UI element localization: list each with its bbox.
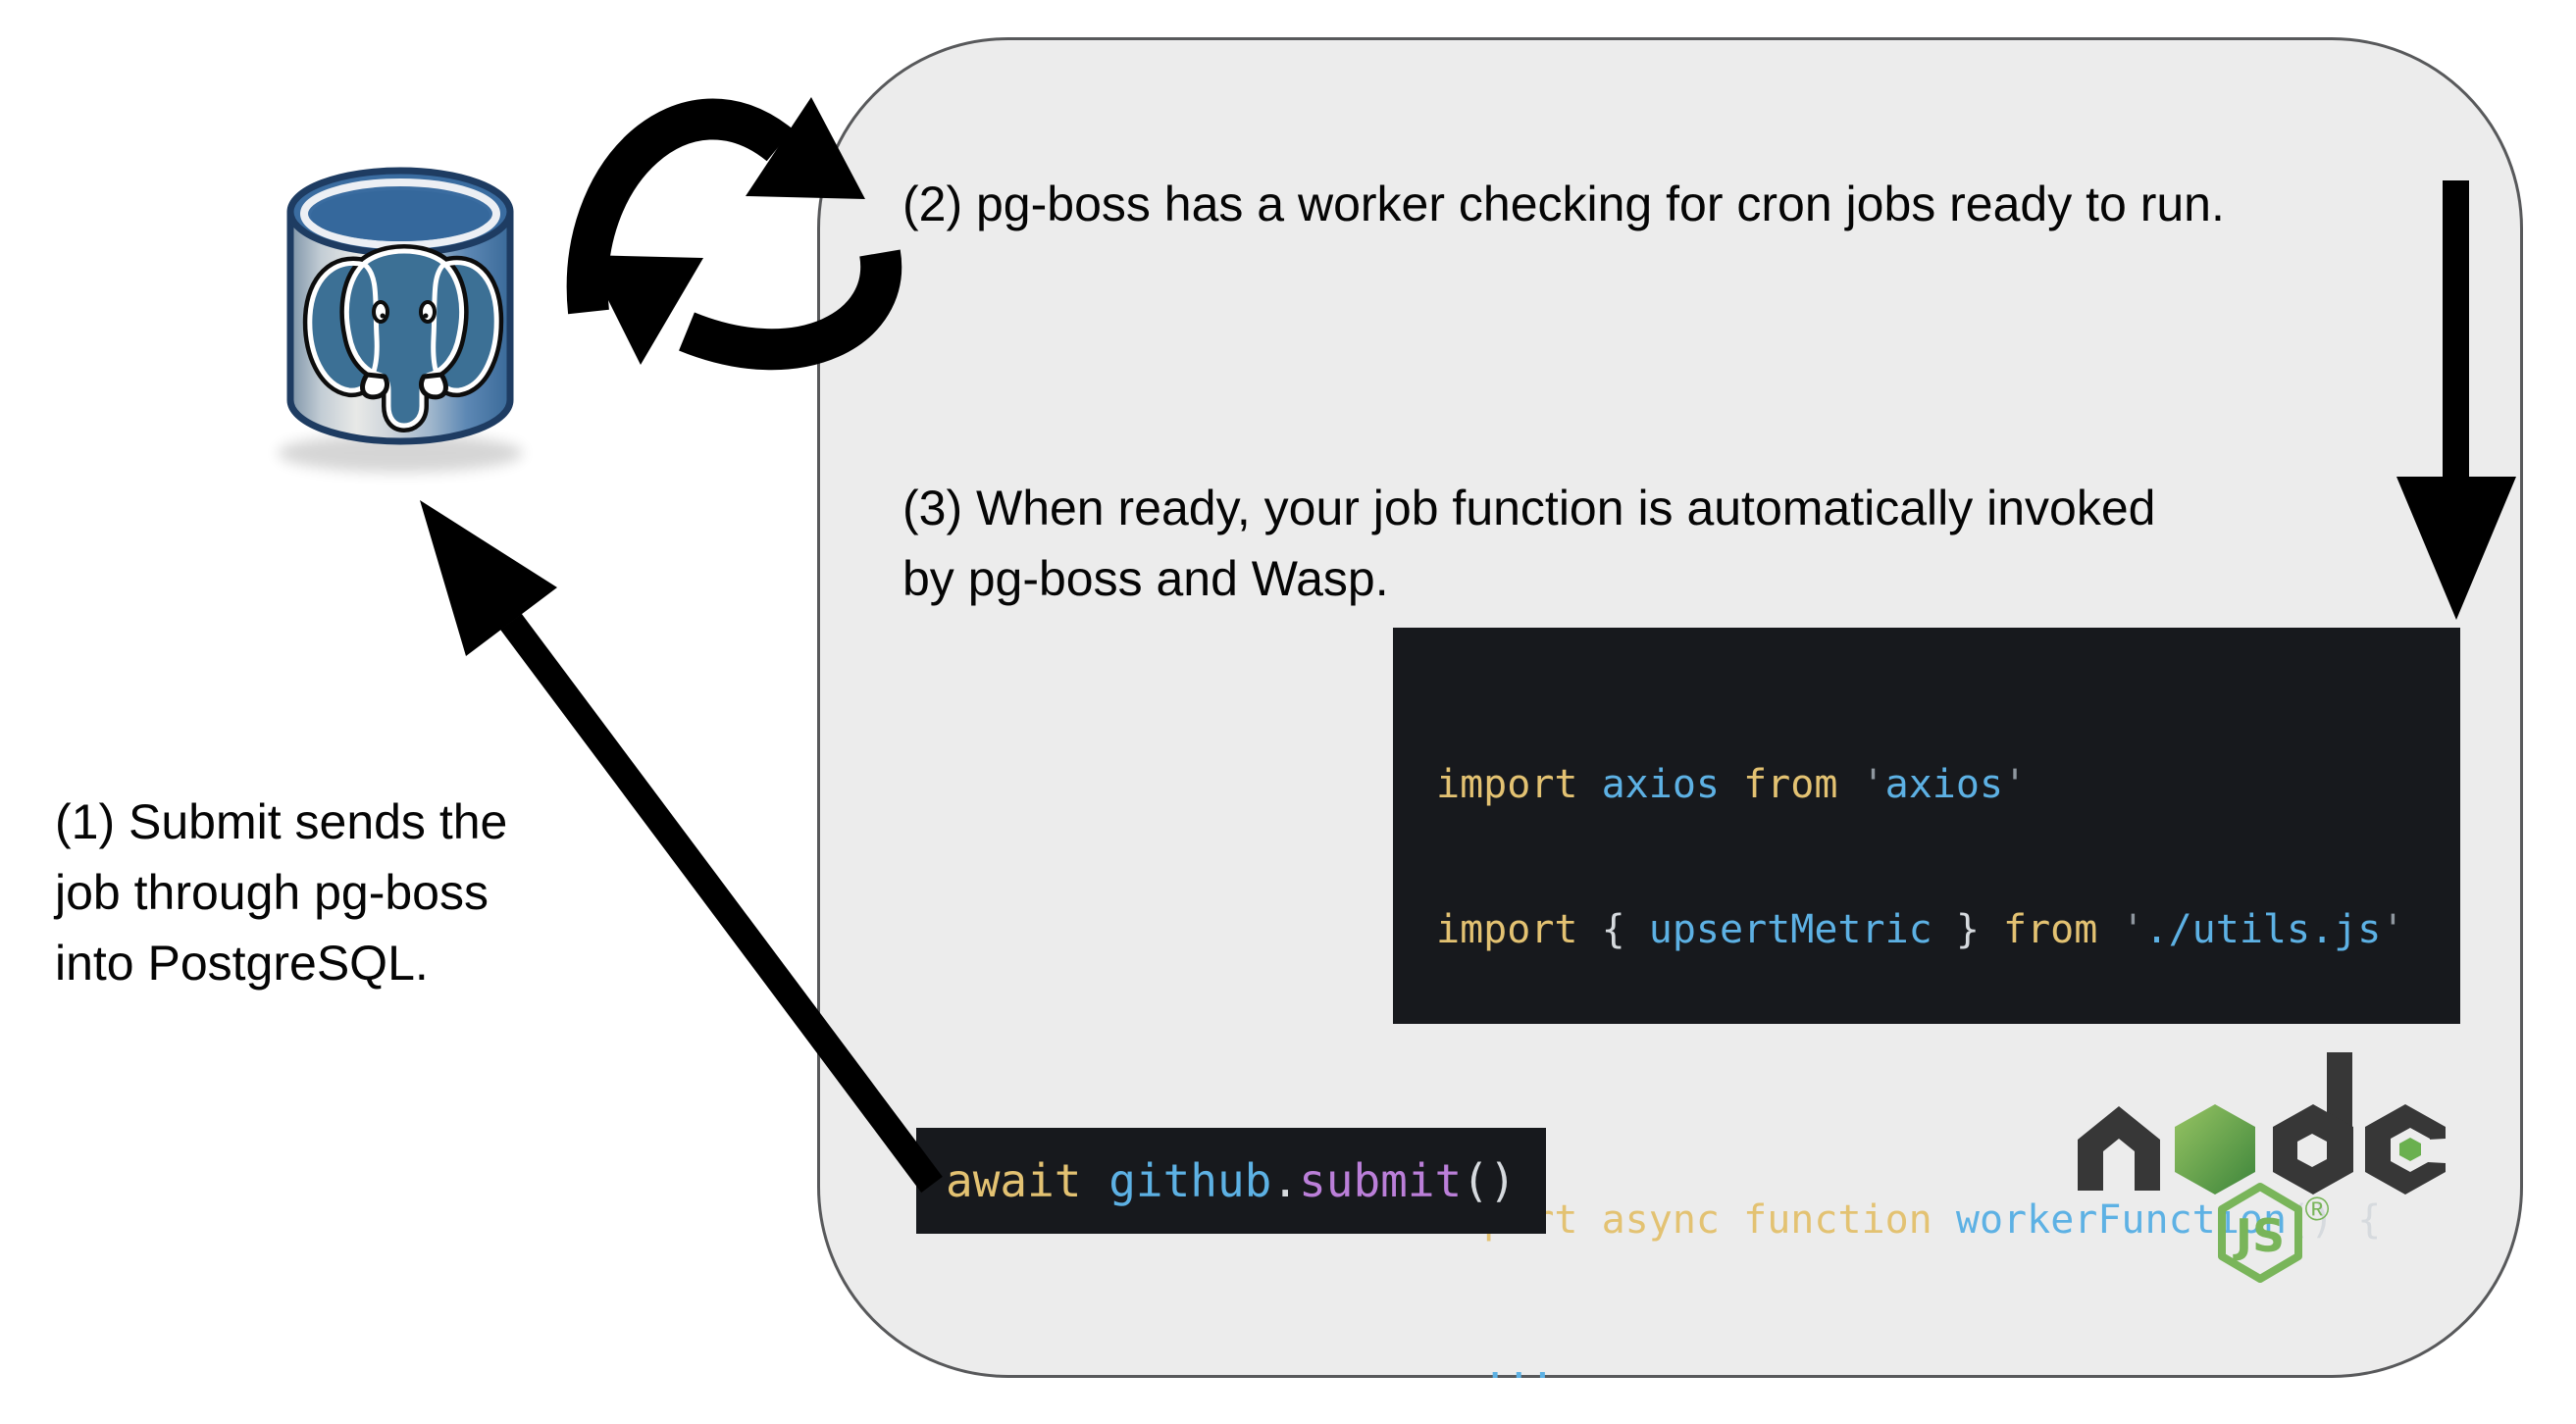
step3-annotation: (3) When ready, your job function is aut… <box>902 473 2155 614</box>
worker-function-code-block: import axios from 'axios' import { upser… <box>1393 628 2460 1388</box>
code-line: import axios from 'axios' <box>1436 762 2028 807</box>
js-badge-text: JS <box>2233 1209 2285 1262</box>
registered-trademark-symbol: ® <box>2304 1191 2329 1228</box>
elephant-tusks <box>360 372 448 400</box>
down-arrow-icon <box>2396 180 2516 620</box>
node-letter-n <box>2078 1106 2160 1191</box>
database-shadow <box>278 433 523 473</box>
database-top-face <box>311 190 489 241</box>
cycle-arrowhead-top <box>746 97 865 199</box>
nodejs-js-badge: JS ® <box>2218 1183 2330 1283</box>
code-line: import { upsertMetric } from './utils.js… <box>1436 907 2405 952</box>
step3-line: (3) When ready, your job function is aut… <box>902 481 2156 535</box>
nodejs-logo: JS ® <box>2078 1052 2446 1283</box>
cycle-arrowhead-bottom <box>586 255 703 365</box>
node-letter-o-hexagon <box>2175 1104 2255 1195</box>
step1-annotation: (1) Submit sends the job through pg-boss… <box>55 787 507 998</box>
submit-to-postgres-arrow-icon <box>420 500 943 1194</box>
code-line: ... <box>1436 1343 1555 1388</box>
sync-cycle-arrows-icon <box>566 97 902 371</box>
postgresql-database-icon <box>278 167 523 473</box>
step1-line: into PostgreSQL. <box>55 936 429 991</box>
step3-line: by pg-boss and Wasp. <box>902 551 1389 606</box>
submit-code-block: await github.submit() <box>916 1128 1546 1234</box>
code-line: await github.submit() <box>946 1154 1517 1207</box>
elephant-eyes <box>372 300 437 324</box>
step2-annotation: (2) pg-boss has a worker checking for cr… <box>902 169 2225 239</box>
node-letter-d <box>2273 1052 2353 1195</box>
postgres-elephant-icon <box>302 244 504 432</box>
node-letter-e <box>2365 1104 2446 1195</box>
code-line: export async function workerFunction() { <box>1436 1197 2382 1243</box>
step2-line: (2) pg-boss has a worker checking for cr… <box>902 177 2225 231</box>
step1-line: job through pg-boss <box>55 865 489 920</box>
step1-line: (1) Submit sends the <box>55 794 508 849</box>
